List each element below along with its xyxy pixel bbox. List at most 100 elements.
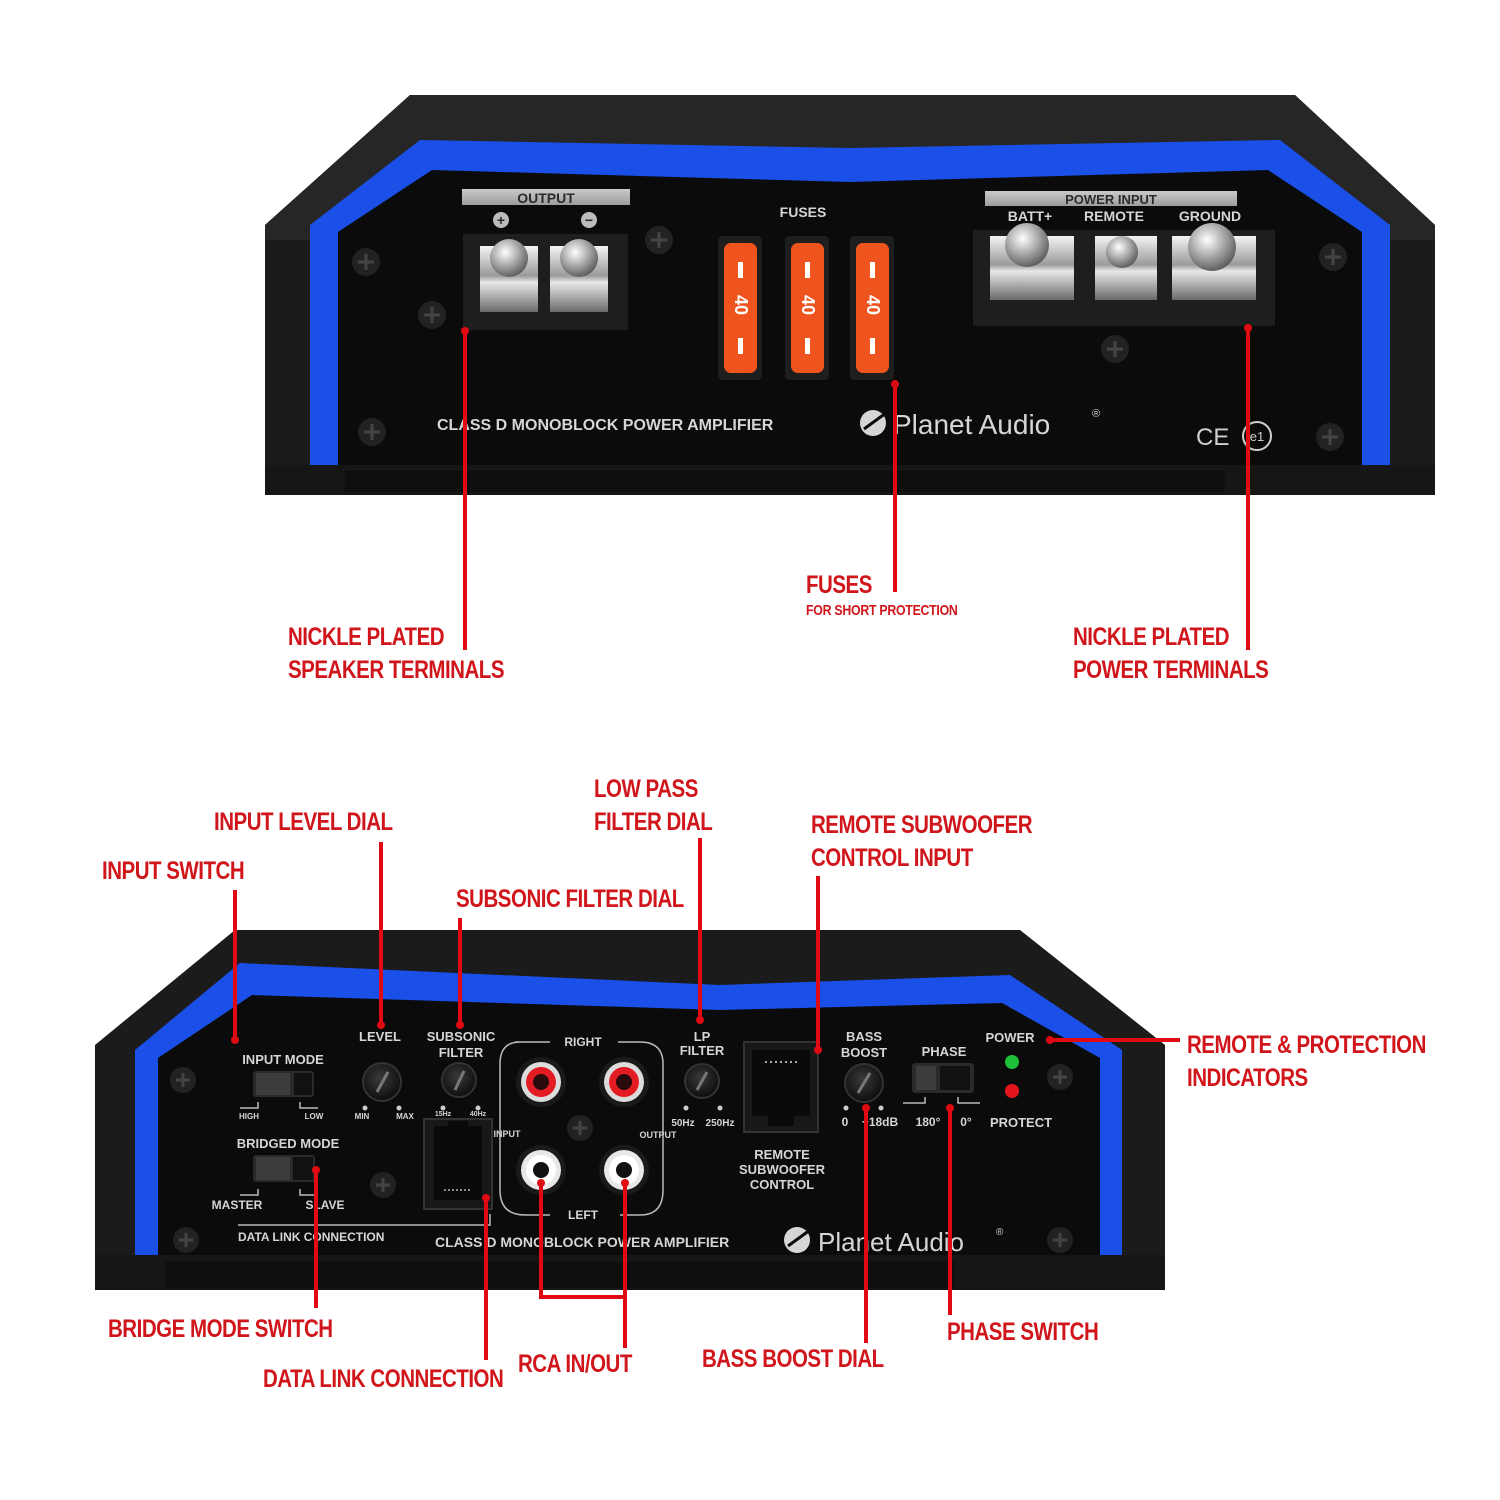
fuse-3: 40 [856,243,889,373]
callout-remote-subwoofer: REMOTE SUBWOOFER CONTROL INPUT [811,809,1033,875]
lp-filter-dial[interactable] [684,1063,720,1099]
callout-line-1: LOW PASS [594,775,698,803]
subsonic-label-2: FILTER [439,1045,484,1060]
input-mode-switch[interactable] [253,1071,314,1097]
speaker-terminal-block [463,234,628,330]
callout-line-2: POWER TERMINALS [1073,656,1269,684]
registered-mark: ® [996,1227,1004,1238]
protect-led-label: PROTECT [990,1115,1052,1130]
callout-fuses: FUSES FOR SHORT PROTECTION [806,569,958,620]
callout-data-link: DATA LINK CONNECTION [263,1365,504,1393]
input-mode-high: HIGH [239,1112,259,1121]
rca-input-right[interactable] [516,1057,566,1107]
phase-switch[interactable] [912,1063,974,1093]
fuse-1: 40 [724,243,757,373]
screw-icon [352,226,1347,451]
callout-subsonic-filter: SUBSONIC FILTER DIAL [456,885,684,913]
callout-speaker-terminals: NICKLE PLATED SPEAKER TERMINALS [288,621,505,687]
batt-label: BATT+ [1008,208,1052,224]
rca-output-right[interactable] [599,1057,649,1107]
top-amplifier: OUTPUT + − FUSES 40 40 [265,95,1435,650]
phase-0: 0° [960,1115,972,1129]
callout-line-1: NICKLE PLATED [288,623,445,651]
callout-power-terminals: NICKLE PLATED POWER TERMINALS [1073,621,1269,687]
bridged-mode-switch[interactable] [253,1155,315,1182]
callout-line-1: REMOTE & PROTECTION [1187,1031,1426,1059]
power-led-label: POWER [985,1030,1035,1045]
phase-180: 180° [916,1115,941,1129]
callout-subtitle: FOR SHORT PROTECTION [806,602,958,619]
subsonic-label-1: SUBSONIC [427,1029,496,1044]
ground-label: GROUND [1179,208,1241,224]
rca-input-left[interactable] [516,1145,566,1195]
input-mode-label: INPUT MODE [242,1052,324,1067]
bridged-mode-label: BRIDGED MODE [237,1136,340,1151]
bass-boost-dial[interactable] [844,1063,884,1103]
model-text: CLASS D MONOBLOCK POWER AMPLIFIER [437,417,774,434]
lp-label-1: LP [694,1029,711,1044]
bass-boost-label-2: BOOST [841,1045,887,1060]
power-input-label: POWER INPUT [1065,192,1157,207]
output-label: OUTPUT [517,190,575,206]
callout-rca: RCA IN/OUT [518,1350,632,1378]
planet-audio-logo: Planet Audio ® [784,1227,1004,1257]
brand-name: Planet Audio [818,1227,964,1257]
data-link-port[interactable] [423,1118,493,1210]
callout-line-2: INDICATORS [1187,1064,1308,1092]
planet-audio-logo: Planet Audio ® [860,408,1100,440]
fuse-1-rating: 40 [731,295,751,315]
subsonic-min: 15Hz [435,1111,452,1118]
phase-label: PHASE [922,1044,967,1059]
level-label: LEVEL [359,1029,401,1044]
bass-boost-label-1: BASS [846,1029,882,1044]
protect-led [1005,1084,1019,1098]
bass-boost-min: 0 [842,1115,849,1129]
callout-line-2: CONTROL INPUT [811,844,973,872]
fuses-label: FUSES [780,204,827,220]
remote-label: REMOTE [1084,208,1144,224]
model-text: CLASS D MONOBLOCK POWER AMPLIFIER [435,1234,729,1250]
fuse-2-rating: 40 [798,295,818,315]
subsonic-dial[interactable] [441,1062,477,1098]
rca-input-label: INPUT [494,1129,522,1139]
fuse-3-rating: 40 [863,295,883,315]
lp-min: 50Hz [671,1118,694,1129]
lp-max: 250Hz [706,1118,735,1129]
callout-line-1: NICKLE PLATED [1073,623,1230,651]
callout-line-2: SPEAKER TERMINALS [288,656,505,684]
callout-low-pass-filter: LOW PASS FILTER DIAL [594,773,713,839]
level-dial[interactable] [362,1062,402,1102]
input-mode-low: LOW [305,1112,324,1121]
fuse-2: 40 [791,243,824,373]
output-minus-label: − [585,212,593,228]
level-max: MAX [396,1112,414,1121]
bridged-master: MASTER [212,1198,263,1212]
remote-subwoofer-port[interactable] [743,1041,819,1133]
registered-mark: ® [1092,408,1100,420]
output-plus-label: + [497,212,505,228]
subsonic-max: 40Hz [470,1111,487,1118]
top-leader-lines [461,324,1252,650]
rca-left-label: LEFT [568,1208,599,1222]
callout-line-1: REMOTE SUBWOOFER [811,811,1033,839]
callout-line-2: FILTER DIAL [594,808,713,836]
callout-indicators: REMOTE & PROTECTION INDICATORS [1187,1029,1426,1095]
data-link-label: DATA LINK CONNECTION [238,1230,384,1244]
callout-title: FUSES [806,571,872,599]
remote-sub-label-1: REMOTE [754,1147,810,1162]
callout-input-level-dial: INPUT LEVEL DIAL [214,808,393,836]
power-led [1005,1055,1019,1069]
brand-name: Planet Audio [893,409,1050,440]
callout-phase-switch: PHASE SWITCH [947,1318,1099,1346]
rca-right-label: RIGHT [564,1035,602,1049]
rca-output-left[interactable] [599,1145,649,1195]
callout-bass-boost: BASS BOOST DIAL [702,1345,884,1373]
power-terminal-block [973,223,1275,326]
screw-icon [170,1064,1073,1253]
bottom-leader-lines [231,838,1180,1360]
level-min: MIN [355,1112,370,1121]
bass-boost-max: +18dB [862,1115,899,1129]
bottom-amplifier: INPUT MODE HIGH LOW BRIDGED MODE MASTER … [95,838,1180,1360]
